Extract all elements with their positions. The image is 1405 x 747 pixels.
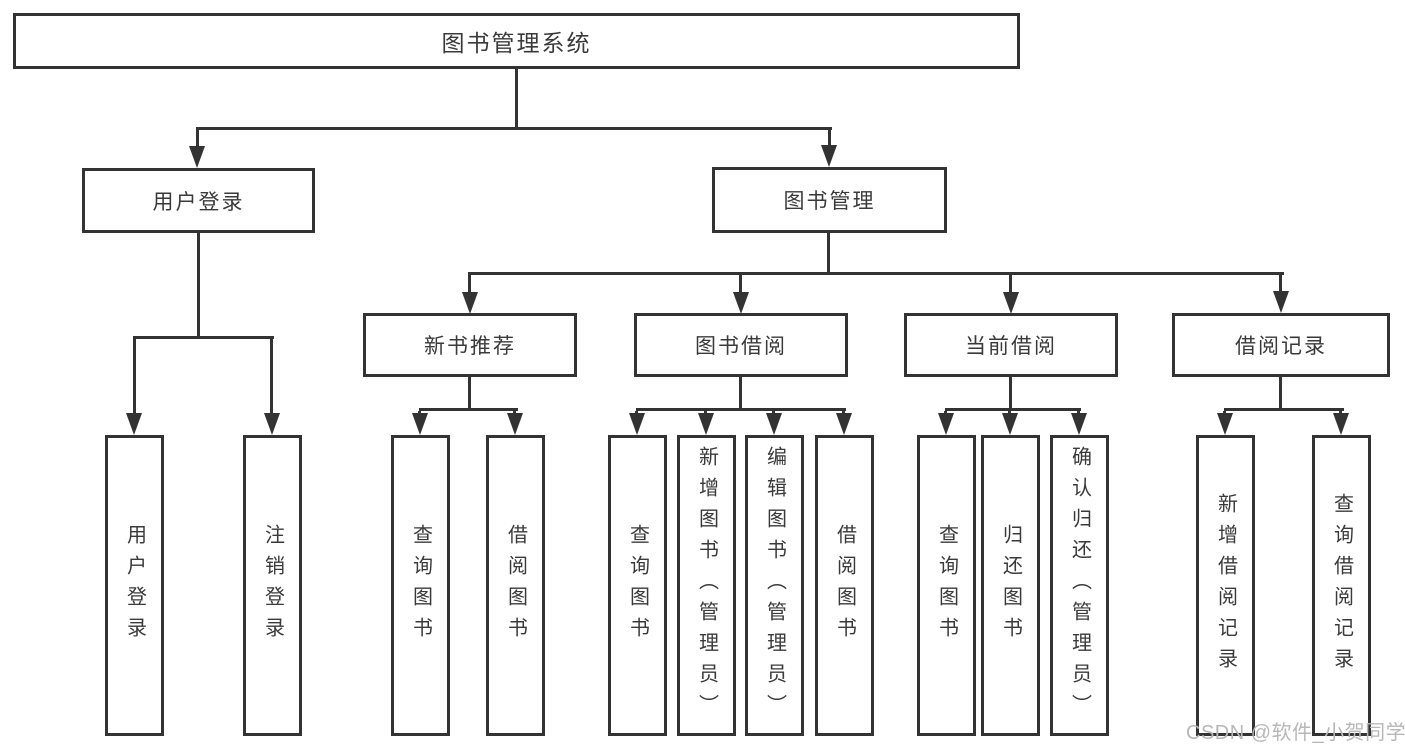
connector-hline xyxy=(636,408,846,411)
connector-vline xyxy=(468,377,471,411)
connector-vline xyxy=(1009,275,1012,294)
leaf-label: 查询图书 xyxy=(409,523,432,648)
leaf-confirm-return-admin: 确认归还（管理员） xyxy=(1050,435,1109,736)
leaf-label: 新增借阅记录 xyxy=(1214,492,1237,679)
leaf-query-books-borrowing: 查询图书 xyxy=(608,435,667,736)
connector-vline xyxy=(515,69,518,130)
node-new-book-recommend: 新书推荐 xyxy=(363,313,577,377)
arrow-down-icon xyxy=(507,413,523,435)
leaf-label: 查询借阅记录 xyxy=(1330,492,1353,679)
connector-vline xyxy=(270,339,273,415)
connector-hline xyxy=(945,408,1081,411)
arrow-down-icon xyxy=(938,413,954,435)
leaf-query-borrow-record: 查询借阅记录 xyxy=(1312,435,1371,736)
leaf-label: 借阅图书 xyxy=(504,523,527,648)
leaf-query-books-recommend: 查询图书 xyxy=(391,435,450,736)
leaf-label: 新增图书（管理员） xyxy=(695,446,718,725)
csdn-watermark: CSDN @软件_小贺同学 xyxy=(1186,722,1405,744)
leaf-label: 查询图书 xyxy=(935,523,958,648)
connector-hline xyxy=(468,272,1284,275)
leaf-label: 用户登录 xyxy=(123,523,146,648)
leaf-label: 确认归还（管理员） xyxy=(1068,446,1091,725)
leaf-return-books: 归还图书 xyxy=(981,435,1040,736)
arrow-down-icon xyxy=(412,413,428,435)
arrow-down-icon xyxy=(462,292,478,314)
leaf-label: 归还图书 xyxy=(999,523,1022,648)
connector-hline xyxy=(419,408,518,411)
connector-vline xyxy=(827,233,830,275)
leaf-borrow-books-recommend: 借阅图书 xyxy=(486,435,545,736)
arrow-down-icon xyxy=(189,146,205,168)
connector-vline xyxy=(828,130,831,148)
connector-vline xyxy=(1279,377,1282,411)
connector-vline xyxy=(133,339,136,415)
arrow-down-icon xyxy=(1002,413,1018,435)
arrow-down-icon xyxy=(1217,413,1233,435)
arrow-down-icon xyxy=(264,413,280,435)
node-current-borrowing: 当前借阅 xyxy=(904,313,1118,377)
connector-vline xyxy=(1009,377,1012,411)
leaf-add-books-admin: 新增图书（管理员） xyxy=(677,435,736,736)
connector-hline xyxy=(196,127,832,130)
connector-vline xyxy=(196,130,199,148)
arrow-down-icon xyxy=(821,145,837,167)
leaf-label: 借阅图书 xyxy=(833,523,856,648)
node-root-library-system: 图书管理系统 xyxy=(13,13,1020,69)
arrow-down-icon xyxy=(698,413,714,435)
arrow-down-icon xyxy=(1071,413,1087,435)
connector-vline xyxy=(468,275,471,294)
connector-hline xyxy=(1224,408,1344,411)
node-book-management: 图书管理 xyxy=(712,167,947,233)
leaf-query-books-current: 查询图书 xyxy=(917,435,976,736)
leaf-label: 查询图书 xyxy=(626,523,649,648)
arrow-down-icon xyxy=(1273,291,1289,313)
connector-vline xyxy=(1279,275,1282,294)
arrow-down-icon xyxy=(126,413,142,435)
connector-hline xyxy=(133,336,274,339)
leaf-borrow-books-borrowing: 借阅图书 xyxy=(815,435,874,736)
leaf-label: 编辑图书（管理员） xyxy=(763,446,786,725)
arrow-down-icon xyxy=(733,292,749,314)
leaf-label: 注销登录 xyxy=(261,523,284,648)
arrow-down-icon xyxy=(1333,413,1349,435)
leaf-edit-books-admin: 编辑图书（管理员） xyxy=(745,435,804,736)
leaf-logout: 注销登录 xyxy=(243,435,302,736)
arrow-down-icon xyxy=(629,413,645,435)
connector-vline xyxy=(197,232,200,339)
arrow-down-icon xyxy=(766,413,782,435)
connector-vline xyxy=(739,275,742,294)
node-borrow-records: 借阅记录 xyxy=(1172,313,1390,377)
leaf-user-login: 用户登录 xyxy=(105,435,164,736)
leaf-add-borrow-record: 新增借阅记录 xyxy=(1196,435,1255,736)
node-book-borrowing: 图书借阅 xyxy=(634,313,848,377)
arrow-down-icon xyxy=(1003,292,1019,314)
arrow-down-icon xyxy=(836,413,852,435)
connector-vline xyxy=(739,377,742,411)
node-user-login: 用户登录 xyxy=(82,168,315,233)
